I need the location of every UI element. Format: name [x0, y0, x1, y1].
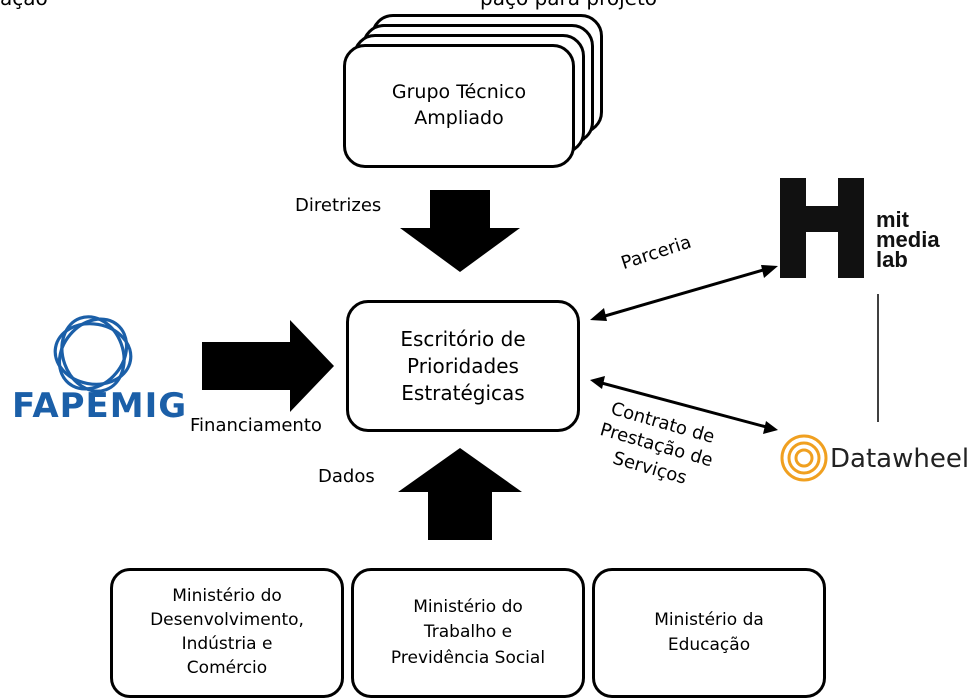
- fapemig-logo-icon: [53, 315, 133, 393]
- arrow-parceria: [590, 265, 778, 321]
- ministerio-educacao-node: Ministério da Educação: [592, 568, 826, 698]
- datawheel-logo-text: Datawheel: [830, 444, 970, 474]
- ministerio-desenvolvimento-label: Ministério do Desenvolvimento, Indústria…: [150, 586, 304, 678]
- label-dados: Dados: [318, 466, 375, 487]
- label-financiamento: Financiamento: [190, 415, 322, 436]
- mit-datawheel-connector: [877, 294, 879, 422]
- header-cut-text: ação paço para projeto: [0, 0, 976, 10]
- media-text: media: [876, 226, 940, 252]
- ministerio-trabalho-node: Ministério do Trabalho e Previdência Soc…: [351, 568, 585, 698]
- ministerio-educacao-label: Ministério da Educação: [654, 609, 764, 656]
- mit-text: mit: [876, 207, 909, 232]
- escritorio-label: Escritório de Prioridades Estratégicas: [400, 326, 526, 405]
- arrow-diretrizes: [400, 190, 520, 272]
- arrow-dados: [398, 448, 522, 540]
- ministerio-desenvolvimento-node: Ministério do Desenvolvimento, Indústria…: [110, 568, 344, 698]
- mit-media-lab-logo-icon: [780, 178, 864, 278]
- lab-text: lab: [876, 246, 908, 272]
- datawheel-logo-icon: [780, 434, 828, 482]
- escritorio-node: Escritório de Prioridades Estratégicas: [346, 300, 580, 432]
- label-diretrizes: Diretrizes: [295, 195, 382, 216]
- fapemig-logo-text: FAPEMIG: [12, 386, 188, 426]
- ministerio-trabalho-label: Ministério do Trabalho e Previdência Soc…: [390, 596, 546, 668]
- grupo-tecnico-label: Grupo Técnico Ampliado: [391, 81, 527, 129]
- grupo-tecnico-node: Grupo Técnico Ampliado: [343, 44, 575, 168]
- arrow-contrato: [590, 376, 778, 434]
- arrow-financiamento: [202, 320, 334, 412]
- mit-media-lab-text: mit media lab: [876, 207, 940, 272]
